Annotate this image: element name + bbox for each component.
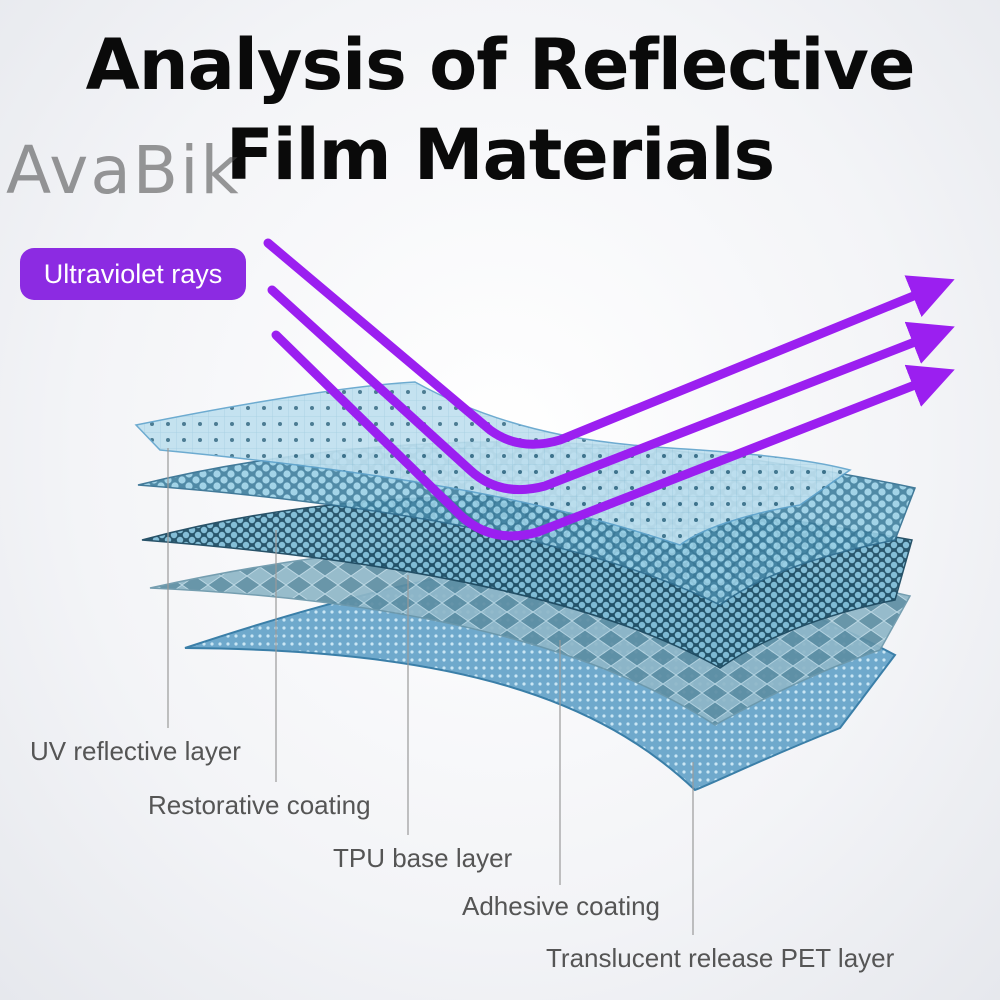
label-restorative-coating: Restorative coating (148, 790, 371, 820)
leader-lines (167, 448, 694, 935)
title-line-2: Film Materials (225, 114, 775, 196)
ultraviolet-rays-badge: Ultraviolet rays (20, 248, 246, 300)
title-line-1: Analysis of Reflective (85, 24, 916, 106)
label-uv-reflective-layer: UV reflective layer (30, 736, 241, 766)
uv-ray-2 (267, 285, 955, 495)
label-adhesive-coating: Adhesive coating (462, 891, 661, 921)
label-tpu-base-layer: TPU base layer (333, 843, 513, 873)
label-translucent-release-pet-layer: Translucent release PET layer (546, 943, 895, 973)
watermark-logo: AvaBik (6, 132, 241, 209)
uv-ray-3 (271, 330, 955, 541)
uv-rays (263, 238, 955, 541)
layer-uv-reflective (134, 381, 852, 546)
uv-ray-1 (263, 238, 955, 449)
